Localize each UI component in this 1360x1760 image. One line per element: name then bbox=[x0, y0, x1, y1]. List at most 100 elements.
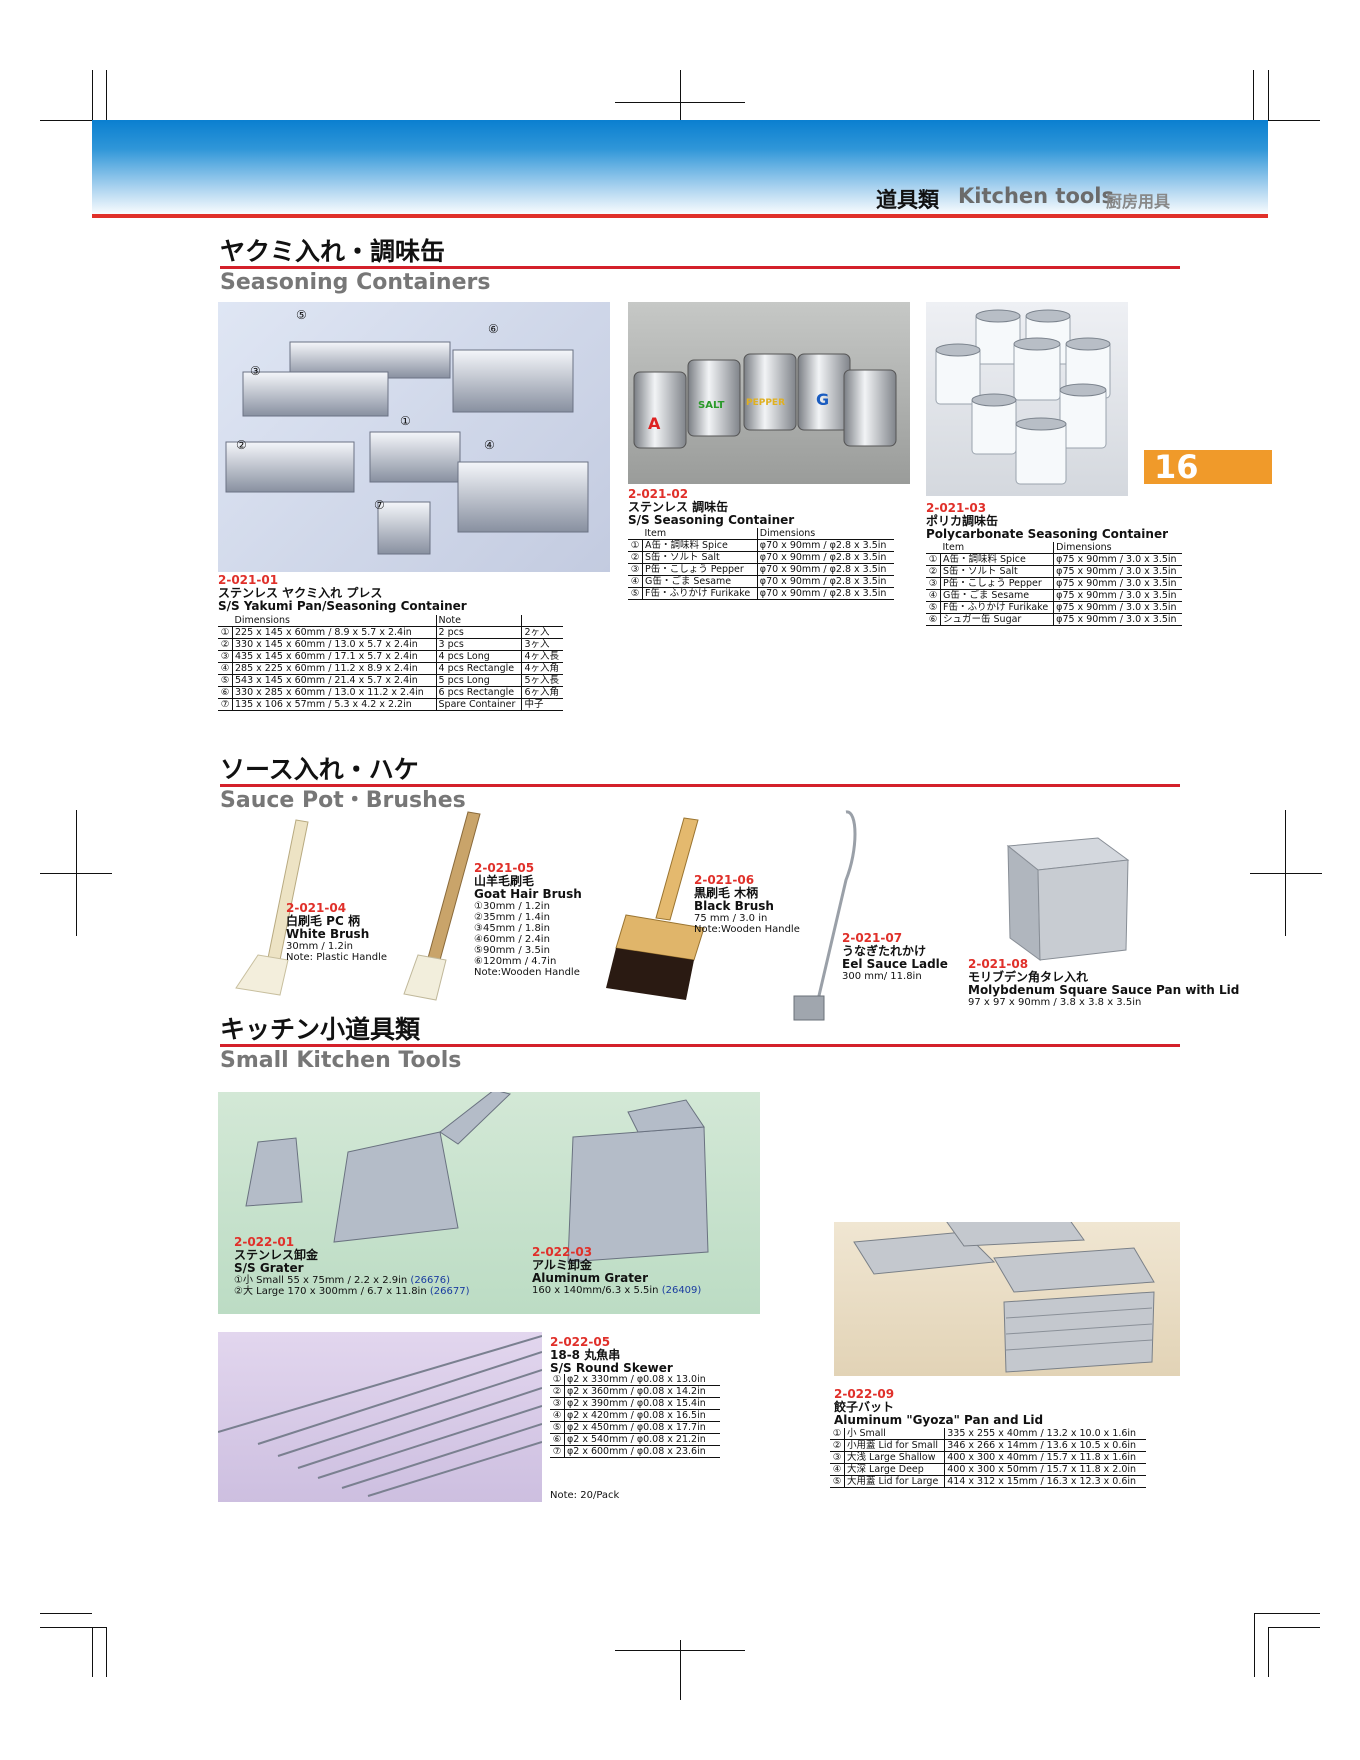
section-rule bbox=[220, 1044, 1180, 1047]
grater-ref-large: (26677) bbox=[429, 1286, 470, 1297]
column-header bbox=[521, 615, 563, 627]
section-title-en: Small Kitchen Tools bbox=[220, 1048, 462, 1073]
product-name-jp: 山羊毛刷毛 bbox=[474, 874, 535, 888]
column-header: Note bbox=[436, 615, 523, 627]
product-name-jp: ステンレス卸金 bbox=[234, 1248, 319, 1262]
row-number: ⑥ bbox=[218, 686, 233, 699]
row-number: ④ bbox=[628, 575, 643, 588]
product-desc: Note:Wooden Handle bbox=[474, 967, 580, 978]
cell-note-jp: 5ヶ入長 bbox=[521, 674, 563, 687]
cell-dimensions: 225 x 145 x 60mm / 8.9 x 5.7 x 2.4in bbox=[232, 626, 437, 639]
yakumi-pans-photo: ⑤ ⑥ ③ ① ② ④ ⑦ bbox=[218, 302, 610, 572]
skewers-illustration bbox=[218, 1335, 542, 1497]
product-2-021-02: 2-021-02 ステンレス 調味缶 S/S Seasoning Contain… bbox=[628, 488, 794, 527]
cell-note: 2 pcs bbox=[436, 626, 523, 639]
white-brush-image bbox=[235, 819, 309, 996]
header-title-sub: 厨房用具 bbox=[1106, 192, 1171, 211]
section-title-en: Seasoning Containers bbox=[220, 270, 491, 295]
gyoza-pan-photo bbox=[834, 1222, 1180, 1376]
row-number: ⑤ bbox=[550, 1421, 565, 1434]
cell-dimensions: φ75 x 90mm / 3.0 x 3.5in bbox=[1053, 613, 1182, 626]
cell-item: 大浅 Large Shallow bbox=[844, 1451, 946, 1464]
product-2-022-03: 2-022-03 アルミ卸金 Aluminum Grater 160 x 140… bbox=[532, 1245, 701, 1297]
cell-dimensions: φ2 x 360mm / φ0.08 x 14.2in bbox=[564, 1385, 720, 1398]
product-2-021-03: 2-021-03 ポリカ調味缶 Polycarbonate Seasoning … bbox=[926, 502, 1168, 541]
cell-note: 4 pcs Long bbox=[436, 650, 523, 663]
row-number: ② bbox=[830, 1439, 845, 1452]
product-desc: 300 mm/ 11.8in bbox=[842, 971, 922, 982]
table-header-row: Dimensions Note bbox=[218, 615, 563, 627]
section-rule bbox=[220, 266, 1180, 269]
product-2-021-04: 2-021-04 白刷毛 PC 柄 White Brush 30mm / 1.2… bbox=[286, 902, 387, 964]
cell-dimensions: 400 x 300 x 40mm / 15.7 x 11.8 x 1.6in bbox=[944, 1451, 1146, 1464]
row-number: ③ bbox=[550, 1397, 565, 1410]
canister-label-pepper: PEPPER bbox=[746, 398, 786, 408]
skewers-photo bbox=[218, 1332, 542, 1502]
product-desc: ⑥120mm / 4.7in bbox=[474, 956, 557, 967]
marker-2: ② bbox=[236, 438, 247, 452]
cell-item: シュガー缶 Sugar bbox=[940, 613, 1055, 626]
row-number: ④ bbox=[830, 1463, 845, 1476]
cell-dimensions: φ70 x 90mm / φ2.8 x 3.5in bbox=[757, 563, 894, 576]
row-number: ⑥ bbox=[550, 1433, 565, 1446]
product-desc: ④60mm / 2.4in bbox=[474, 934, 550, 945]
section-title-en: Sauce Pot・Brushes bbox=[220, 788, 466, 813]
marker-5: ⑤ bbox=[296, 308, 307, 322]
cell-item: A缶・調味料 Spice bbox=[940, 553, 1055, 566]
cell-note-jp: 6ヶ入角 bbox=[521, 686, 563, 699]
product-2-022-05: 2-022-05 18-8 丸魚串 S/S Round Skewer bbox=[550, 1336, 673, 1375]
product-code: 2-022-01 bbox=[234, 1235, 295, 1249]
header-title-en: Kitchen tools bbox=[958, 184, 1115, 208]
row-number: ⑥ bbox=[926, 613, 941, 626]
row-number: ② bbox=[628, 551, 643, 564]
cell-item: A缶・調味料 Spice bbox=[642, 539, 758, 552]
section-title-jp: キッチン小道具類 bbox=[220, 1015, 421, 1044]
row-number: ② bbox=[218, 638, 233, 651]
product-name-en: Aluminum Grater bbox=[532, 1271, 648, 1285]
cell-dimensions: φ70 x 90mm / φ2.8 x 3.5in bbox=[757, 551, 894, 564]
product-code: 2-021-06 bbox=[694, 873, 755, 887]
product-code: 2-022-03 bbox=[532, 1245, 593, 1259]
cell-dimensions: φ70 x 90mm / φ2.8 x 3.5in bbox=[757, 587, 894, 600]
cell-item: F缶・ふりかけ Furikake bbox=[940, 601, 1055, 614]
cell-item: 大深 Large Deep bbox=[844, 1463, 946, 1476]
product-name-jp: 白刷毛 PC 柄 bbox=[286, 914, 360, 928]
product-code: 2-021-01 bbox=[218, 573, 279, 587]
product-desc: ①30mm / 1.2in bbox=[474, 901, 550, 912]
cell-item: 大用蓋 Lid for Large bbox=[844, 1475, 946, 1488]
product-code: 2-021-08 bbox=[968, 957, 1029, 971]
cell-item: G缶・ごま Sesame bbox=[940, 589, 1055, 602]
column-header: Dimensions bbox=[232, 615, 437, 627]
cell-item: 小用蓋 Lid for Small bbox=[844, 1439, 946, 1452]
cell-item: S缶・ソルト Salt bbox=[940, 565, 1055, 578]
ss-canisters-illustration bbox=[633, 353, 897, 449]
marker-7: ⑦ bbox=[374, 498, 385, 512]
row-number: ③ bbox=[830, 1451, 845, 1464]
product-name-en: Polycarbonate Seasoning Container bbox=[926, 527, 1169, 541]
product-name-en: Eel Sauce Ladle bbox=[842, 957, 948, 971]
cell-note: 5 pcs Long bbox=[436, 674, 523, 687]
product-desc: ③45mm / 1.8in bbox=[474, 923, 550, 934]
product-2-021-06: 2-021-06 黒刷毛 木柄 Black Brush 75 mm / 3.0 … bbox=[694, 873, 800, 936]
product-name-jp: ステンレス ヤクミ入れ プレス bbox=[218, 586, 383, 600]
product-code: 2-021-03 bbox=[926, 501, 987, 515]
product-desc: Note:Wooden Handle bbox=[694, 924, 800, 935]
product-name-jp: アルミ卸金 bbox=[532, 1258, 592, 1272]
